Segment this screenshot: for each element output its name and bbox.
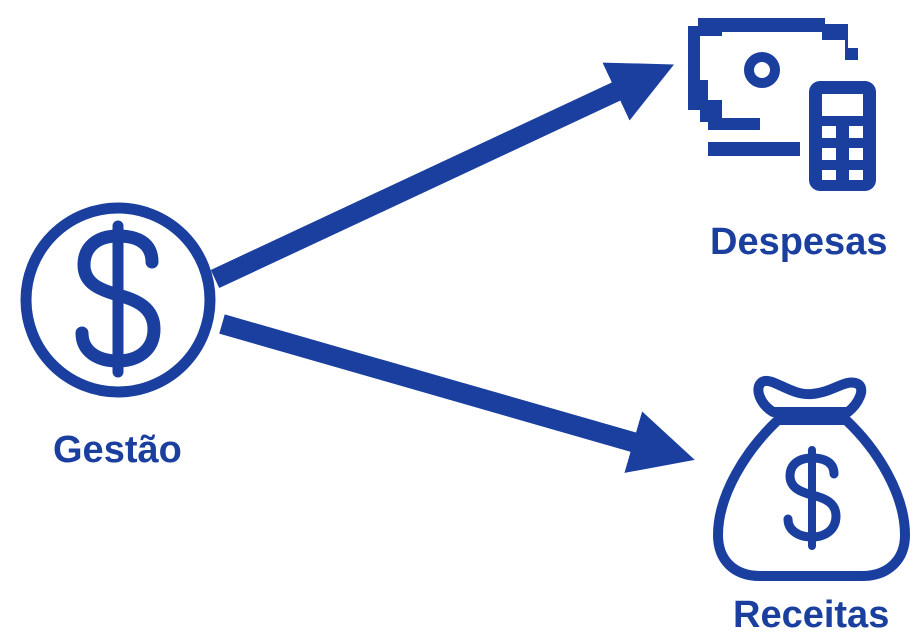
arrow-to-despesas xyxy=(210,62,674,289)
money-bag-icon xyxy=(713,375,910,581)
despesas-label: Despesas xyxy=(710,221,888,263)
receitas-label: Receitas xyxy=(733,594,890,633)
arrow-to-receitas xyxy=(219,314,695,473)
gestao-label: Gestão xyxy=(53,429,182,471)
dollar-circle-icon xyxy=(20,202,216,398)
cash-calculator-icon xyxy=(688,18,876,191)
